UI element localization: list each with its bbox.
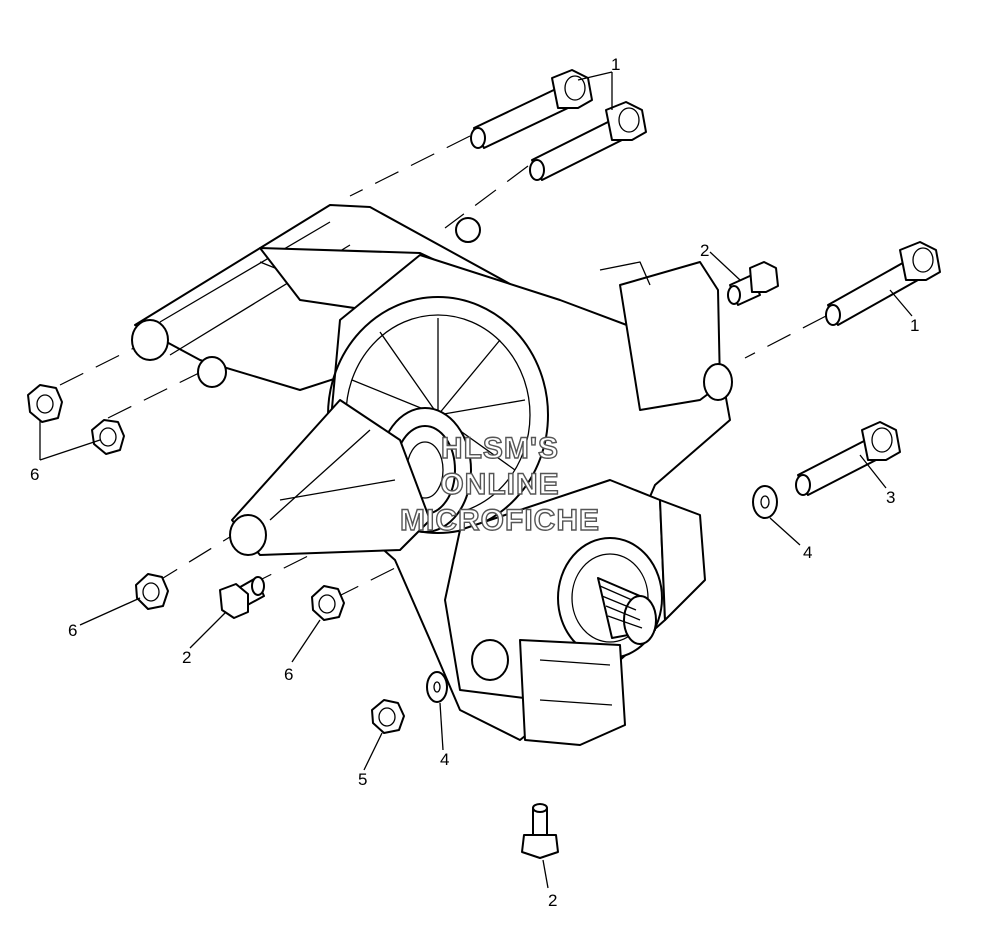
callout-6-center: 6 <box>284 665 293 684</box>
watermark: HLSM'S ONLINE MICROFICHE <box>399 431 600 537</box>
bolt-2-left <box>219 576 265 619</box>
nut-6-b <box>91 419 125 455</box>
bolt-2-upper <box>727 261 779 306</box>
callout-6-left: 6 <box>30 465 39 484</box>
transmission-housing <box>131 204 733 746</box>
washer-4-lower <box>426 671 448 703</box>
washer-4-right <box>752 485 778 519</box>
nut-5 <box>371 699 405 734</box>
bolt-2-bottom <box>521 803 559 859</box>
callout-2-upper: 2 <box>700 241 709 260</box>
watermark-line-1: HLSM'S <box>441 432 559 465</box>
watermark-line-2: ONLINE <box>440 468 559 501</box>
callout-4-right: 4 <box>803 543 812 562</box>
callout-1-right: 1 <box>910 316 919 335</box>
callout-6-lower-left: 6 <box>68 621 77 640</box>
nut-6-c <box>135 573 169 610</box>
leader-lines <box>39 71 913 889</box>
callout-4-lower: 4 <box>440 750 449 769</box>
callout-2-left: 2 <box>182 648 191 667</box>
alignment-lines <box>59 135 827 599</box>
bolt-1-top <box>470 69 593 149</box>
bolt-1-middle <box>529 101 647 181</box>
callout-1-top: 1 <box>611 55 620 74</box>
bolt-1-right <box>825 241 941 326</box>
callout-numbers: 1 1 2 2 2 3 4 4 5 6 6 6 <box>30 55 919 910</box>
callout-2-bottom: 2 <box>548 891 557 910</box>
bolt-3 <box>795 421 901 496</box>
callout-3: 3 <box>886 488 895 507</box>
watermark-line-3: MICROFICHE <box>400 504 600 537</box>
callout-5: 5 <box>358 770 367 789</box>
nut-6-a <box>27 384 63 423</box>
nut-6-d <box>311 585 345 621</box>
